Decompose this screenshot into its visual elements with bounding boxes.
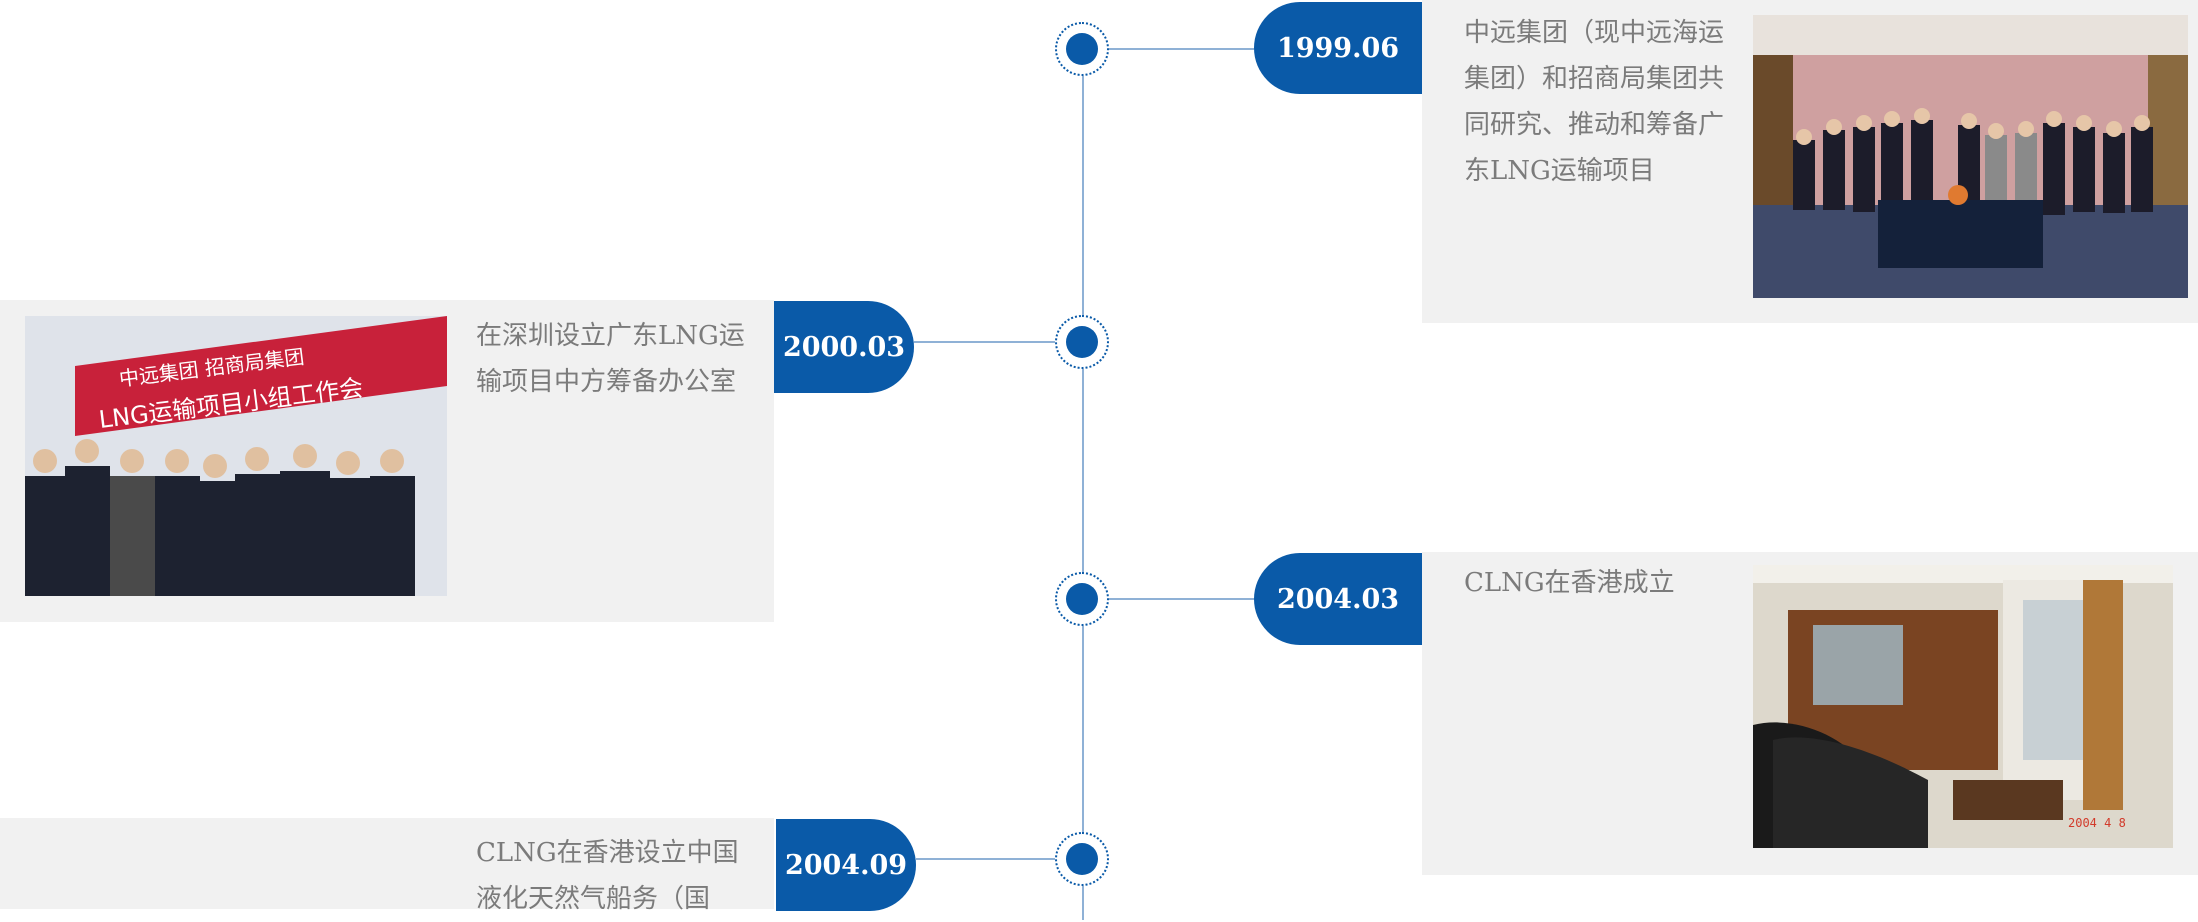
date-badge-1999-06: 1999.06 bbox=[1254, 2, 1422, 94]
timeline-connector bbox=[1109, 48, 1254, 50]
group-banner-photo: 中远集团 招商局集团 LNG运输项目小组工作会 bbox=[25, 316, 447, 596]
timeline-axis bbox=[1082, 50, 1084, 920]
timeline-node-dot bbox=[1066, 326, 1098, 358]
timeline-node-2000-03[interactable] bbox=[1055, 315, 1109, 369]
timeline-node-2004-09[interactable] bbox=[1055, 832, 1109, 886]
date-badge-2004-03: 2004.03 bbox=[1254, 553, 1422, 645]
timeline-node-dot bbox=[1066, 33, 1098, 65]
timeline-connector bbox=[914, 341, 1055, 343]
timeline-node-2004-03[interactable] bbox=[1055, 572, 1109, 626]
timeline-connector bbox=[1109, 598, 1254, 600]
timeline-node-dot bbox=[1066, 843, 1098, 875]
event-card-2004-09 bbox=[0, 818, 774, 909]
event-description: 在深圳设立广东LNG运输项目中方筹备办公室 bbox=[476, 321, 745, 397]
signing-ceremony-photo bbox=[1753, 15, 2188, 298]
timeline-connector bbox=[916, 858, 1055, 860]
event-description: CLNG在香港设立中国液化天然气船务（国 bbox=[476, 838, 739, 914]
event-description: CLNG在香港成立 bbox=[1464, 568, 1675, 598]
date-badge-2000-03: 2000.03 bbox=[774, 301, 914, 393]
date-badge-2004-09: 2004.09 bbox=[776, 819, 916, 911]
timeline-node-1999-06[interactable] bbox=[1055, 22, 1109, 76]
office-interior-photo: 2004 4 8 bbox=[1753, 565, 2173, 848]
timeline-node-dot bbox=[1066, 583, 1098, 615]
photo-date-stamp: 2004 4 8 bbox=[2068, 816, 2126, 830]
event-description: 中远集团（现中远海运集团）和招商局集团共同研究、推动和筹备广东LNG运输项目 bbox=[1464, 18, 1725, 186]
